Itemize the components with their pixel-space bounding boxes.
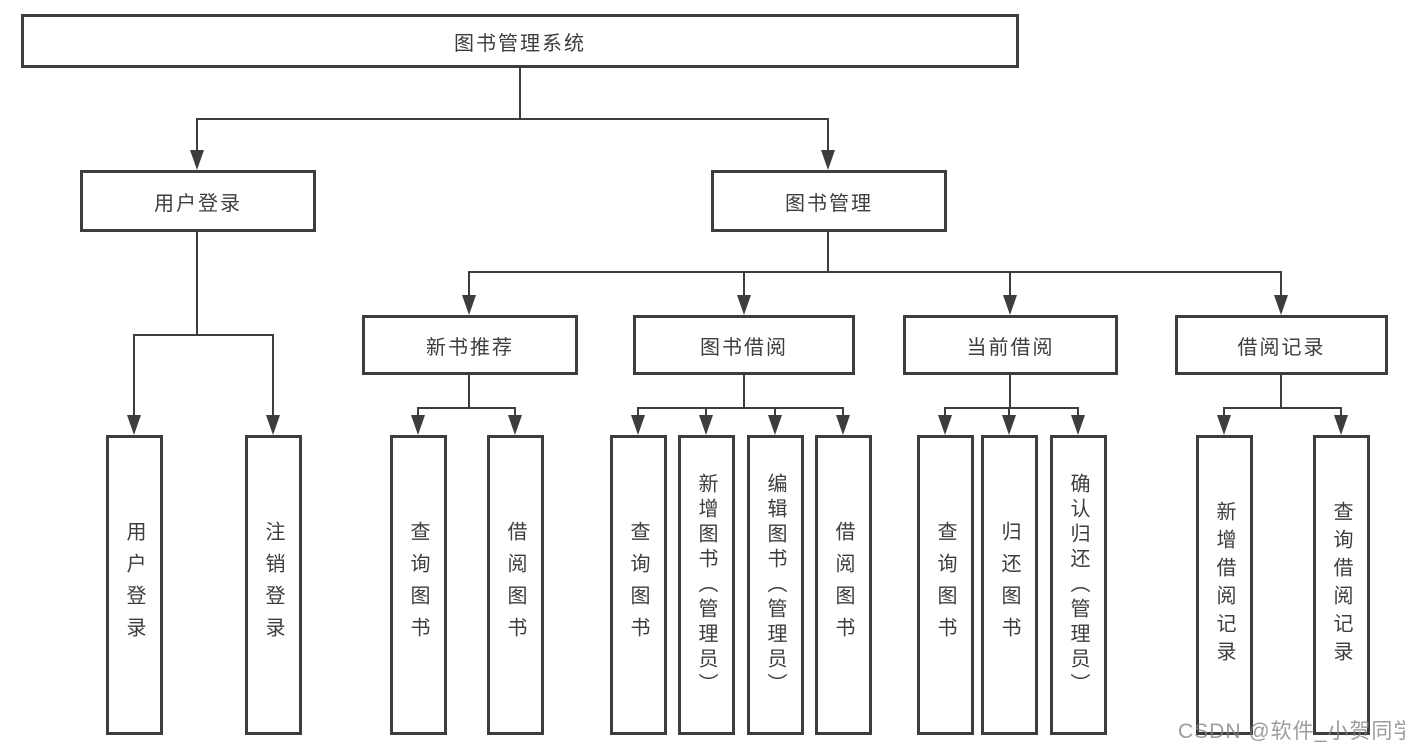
connector-line bbox=[196, 118, 829, 120]
connector-line bbox=[133, 334, 135, 415]
connector-line bbox=[417, 407, 516, 409]
leaf-borrow-books-recommend: 借阅图书 bbox=[487, 435, 544, 735]
leaf-return-books: 归还图书 bbox=[981, 435, 1038, 735]
leaf-label: 注销登录 bbox=[262, 521, 284, 649]
arrowhead-down-icon bbox=[1002, 415, 1016, 435]
leaf-query-books-borrowing: 查询图书 bbox=[610, 435, 667, 735]
leaf-query-books-current: 查询图书 bbox=[917, 435, 974, 735]
connector-line bbox=[944, 407, 1079, 409]
connector-line bbox=[1340, 407, 1342, 417]
connector-line bbox=[705, 407, 707, 417]
leaf-label: 用户登录 bbox=[123, 521, 145, 649]
connector-line bbox=[774, 407, 776, 417]
leaf-label: 查询图书 bbox=[934, 521, 956, 649]
node-borrowing-records: 借阅记录 bbox=[1175, 315, 1388, 375]
node-label: 图书借阅 bbox=[700, 336, 788, 359]
node-new-book-recommend: 新书推荐 bbox=[362, 315, 578, 375]
node-user-login: 用户登录 bbox=[80, 170, 316, 232]
connector-line bbox=[514, 407, 516, 417]
leaf-logout: 注销登录 bbox=[245, 435, 302, 735]
arrowhead-down-icon bbox=[462, 295, 476, 315]
leaf-add-books-admin: 新增图书（管理员） bbox=[678, 435, 735, 735]
connector-line bbox=[637, 407, 639, 417]
arrowhead-down-icon bbox=[1274, 295, 1288, 315]
leaf-label: 查询图书 bbox=[407, 521, 429, 649]
node-book-borrowing: 图书借阅 bbox=[633, 315, 855, 375]
connector-line bbox=[827, 232, 829, 273]
csdn-watermark: CSDN @软件_小贺同学 bbox=[1178, 720, 1405, 743]
arrowhead-down-icon bbox=[508, 415, 522, 435]
leaf-label: 查询借阅记录 bbox=[1330, 501, 1352, 669]
arrowhead-down-icon bbox=[1071, 415, 1085, 435]
leaf-label: 新增借阅记录 bbox=[1213, 501, 1235, 669]
connector-line bbox=[196, 232, 198, 336]
leaf-edit-books-admin: 编辑图书（管理员） bbox=[747, 435, 804, 735]
leaf-label: 新增图书（管理员） bbox=[695, 472, 717, 698]
connector-line bbox=[944, 407, 946, 417]
arrowhead-down-icon bbox=[821, 150, 835, 170]
connector-line bbox=[842, 407, 844, 417]
leaf-add-borrow-record: 新增借阅记录 bbox=[1196, 435, 1253, 735]
leaf-confirm-return-admin: 确认归还（管理员） bbox=[1050, 435, 1107, 735]
connector-line bbox=[743, 271, 745, 297]
arrowhead-down-icon bbox=[411, 415, 425, 435]
connector-line bbox=[1009, 271, 1011, 297]
connector-line bbox=[743, 375, 745, 409]
connector-line bbox=[827, 118, 829, 152]
leaf-user-login: 用户登录 bbox=[106, 435, 163, 735]
connector-line bbox=[468, 271, 470, 297]
leaf-label: 编辑图书（管理员） bbox=[764, 472, 786, 698]
node-label: 图书管理系统 bbox=[454, 32, 586, 55]
connector-line bbox=[1223, 407, 1225, 417]
arrowhead-down-icon bbox=[266, 415, 280, 435]
leaf-query-borrow-record: 查询借阅记录 bbox=[1313, 435, 1370, 735]
arrowhead-down-icon bbox=[1217, 415, 1231, 435]
leaf-borrow-books-borrowing: 借阅图书 bbox=[815, 435, 872, 735]
connector-line bbox=[1077, 407, 1079, 417]
node-book-management: 图书管理 bbox=[711, 170, 947, 232]
arrowhead-down-icon bbox=[1334, 415, 1348, 435]
node-label: 图书管理 bbox=[785, 192, 873, 215]
arrowhead-down-icon bbox=[938, 415, 952, 435]
leaf-label: 确认归还（管理员） bbox=[1067, 472, 1089, 698]
connector-line bbox=[469, 271, 1281, 273]
node-current-borrowing: 当前借阅 bbox=[903, 315, 1118, 375]
node-root-library-management-system: 图书管理系统 bbox=[21, 14, 1019, 68]
arrowhead-down-icon bbox=[631, 415, 645, 435]
connector-line bbox=[272, 334, 274, 415]
leaf-query-books-recommend: 查询图书 bbox=[390, 435, 447, 735]
arrowhead-down-icon bbox=[699, 415, 713, 435]
node-label: 当前借阅 bbox=[966, 336, 1055, 359]
connector-line bbox=[196, 118, 198, 152]
arrowhead-down-icon bbox=[836, 415, 850, 435]
leaf-label: 归还图书 bbox=[998, 521, 1020, 649]
arrowhead-down-icon bbox=[1003, 295, 1017, 315]
connector-line bbox=[133, 334, 274, 336]
leaf-label: 查询图书 bbox=[627, 521, 649, 649]
connector-line bbox=[1280, 271, 1282, 297]
connector-line bbox=[519, 67, 521, 120]
node-label: 新书推荐 bbox=[426, 336, 514, 359]
leaf-label: 借阅图书 bbox=[504, 521, 526, 649]
connector-line bbox=[468, 375, 470, 409]
arrowhead-down-icon bbox=[127, 415, 141, 435]
connector-line bbox=[1280, 375, 1282, 409]
connector-line bbox=[1008, 407, 1010, 417]
connector-line bbox=[1223, 407, 1341, 409]
leaf-label: 借阅图书 bbox=[832, 521, 854, 649]
connector-line bbox=[637, 407, 844, 409]
arrowhead-down-icon bbox=[737, 295, 751, 315]
connector-line bbox=[1009, 375, 1011, 409]
arrowhead-down-icon bbox=[190, 150, 204, 170]
connector-line bbox=[417, 407, 419, 417]
arrowhead-down-icon bbox=[768, 415, 782, 435]
node-label: 借阅记录 bbox=[1237, 336, 1326, 359]
node-label: 用户登录 bbox=[154, 192, 242, 215]
